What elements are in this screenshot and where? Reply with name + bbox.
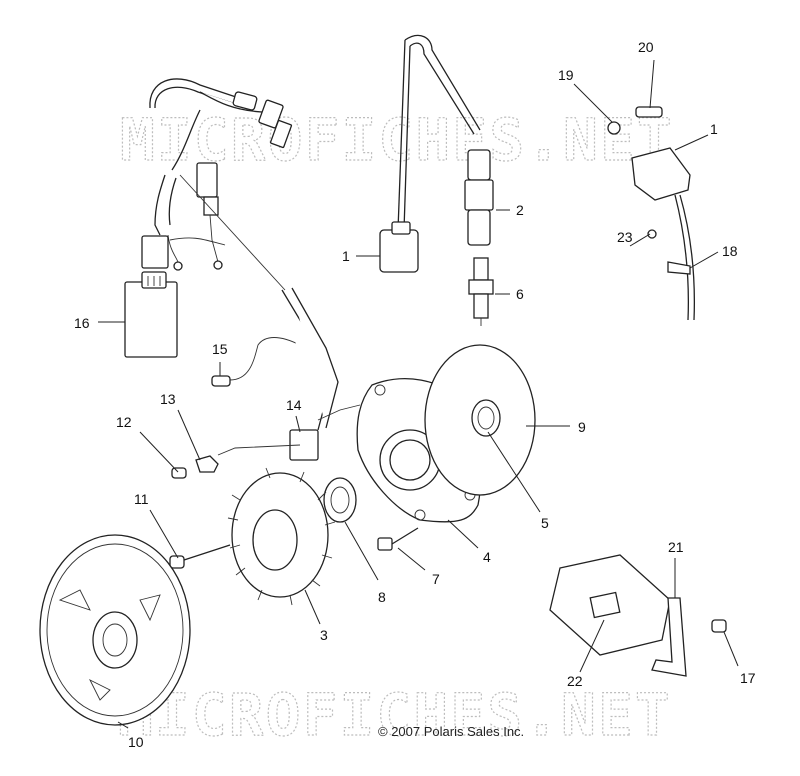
callout-1-left: 1 xyxy=(342,248,350,264)
callout-21: 21 xyxy=(668,539,684,555)
callout-12: 12 xyxy=(116,414,132,430)
callout-17: 17 xyxy=(740,670,756,686)
cdi-box xyxy=(124,271,178,358)
callout-5: 5 xyxy=(541,515,549,531)
callout-18: 18 xyxy=(722,243,738,259)
callout-1-right: 1 xyxy=(710,121,718,137)
spark-plug-boot xyxy=(464,149,494,246)
ignition-coil-right xyxy=(607,106,696,321)
pickup-and-harness xyxy=(281,287,361,461)
callouts: 1 1 2 3 4 5 6 7 8 9 10 11 12 13 14 15 16… xyxy=(74,39,756,750)
ignition-coil-left xyxy=(379,34,481,273)
callout-6: 6 xyxy=(516,286,524,302)
callout-11: 11 xyxy=(134,491,149,507)
callout-9: 9 xyxy=(578,419,586,435)
seal-5 xyxy=(471,399,501,437)
callout-2: 2 xyxy=(516,202,524,218)
callout-14: 14 xyxy=(286,397,302,413)
callout-7: 7 xyxy=(432,571,440,587)
callout-4: 4 xyxy=(483,549,491,565)
callout-22: 22 xyxy=(567,673,583,689)
regulator xyxy=(549,554,727,677)
leader-lines xyxy=(98,59,739,729)
bolt-7 xyxy=(377,527,419,551)
bracket-13 xyxy=(171,444,301,479)
callout-15: 15 xyxy=(212,341,228,357)
stator xyxy=(227,467,336,606)
seal-8 xyxy=(323,477,357,523)
callout-10: 10 xyxy=(128,734,144,750)
callout-19: 19 xyxy=(558,67,574,83)
callout-3: 3 xyxy=(320,627,328,643)
spark-plug xyxy=(468,257,494,326)
flywheel xyxy=(39,534,191,726)
watermark-bottom: MICROFICHES.NET xyxy=(118,681,672,749)
callout-20: 20 xyxy=(638,39,654,55)
wiring-harness xyxy=(141,78,293,291)
ground-wire xyxy=(211,337,301,387)
copyright-notice: © 2007 Polaris Sales Inc. xyxy=(378,724,525,739)
callout-13: 13 xyxy=(160,391,176,407)
callout-16: 16 xyxy=(74,315,90,331)
bolt-11 xyxy=(169,544,231,569)
callout-8: 8 xyxy=(378,589,386,605)
callout-23: 23 xyxy=(617,229,633,245)
